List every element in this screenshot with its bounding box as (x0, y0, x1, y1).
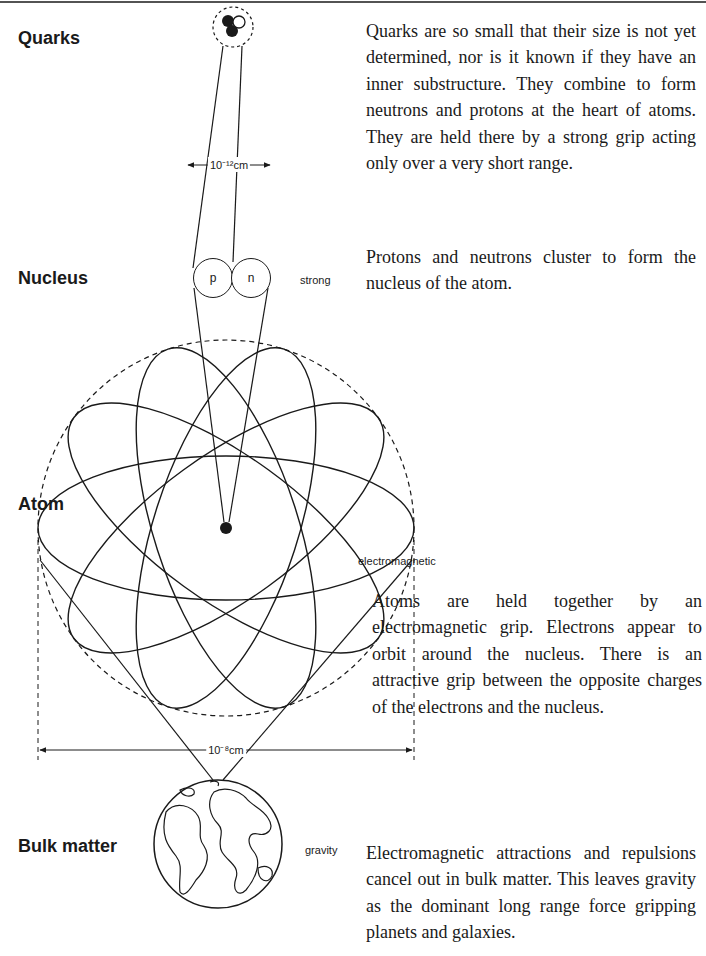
electron-orbit (38, 456, 414, 600)
nucleon-letter: n (248, 271, 255, 285)
top-rule (0, 1, 706, 3)
level-label: Quarks (18, 28, 80, 49)
description-text: Quarks are so small that their size is n… (366, 18, 696, 176)
description-text: Electromagnetic attractions and repulsio… (366, 840, 696, 946)
description-text: Protons and neutrons cluster to form the… (366, 244, 696, 297)
zoom-lines (40, 46, 412, 780)
dimension-label: 10⁻¹²cm (208, 157, 250, 172)
electron-orbit (32, 359, 421, 697)
force-label: gravity (305, 844, 337, 856)
extent-lines (38, 540, 414, 760)
atom-orbits (32, 327, 421, 729)
dimension-label: 10⁻⁸cm (206, 742, 246, 757)
electron-orbit (32, 359, 421, 697)
earth-globe (154, 780, 282, 908)
level-label: Bulk matter (18, 836, 117, 857)
nucleon-circle: n (231, 258, 271, 298)
quark-cluster (213, 7, 253, 47)
level-label: Atom (18, 494, 64, 515)
level-label: Nucleus (18, 268, 88, 289)
nucleon-letter: p (210, 271, 217, 285)
electron-orbit (99, 327, 352, 729)
electron-orbit (99, 327, 352, 729)
nucleon-circle: p (193, 258, 233, 298)
force-label: strong (300, 274, 331, 286)
force-label: electromagnetic (358, 555, 436, 567)
description-text: Atoms are held together by an electromag… (372, 588, 702, 720)
